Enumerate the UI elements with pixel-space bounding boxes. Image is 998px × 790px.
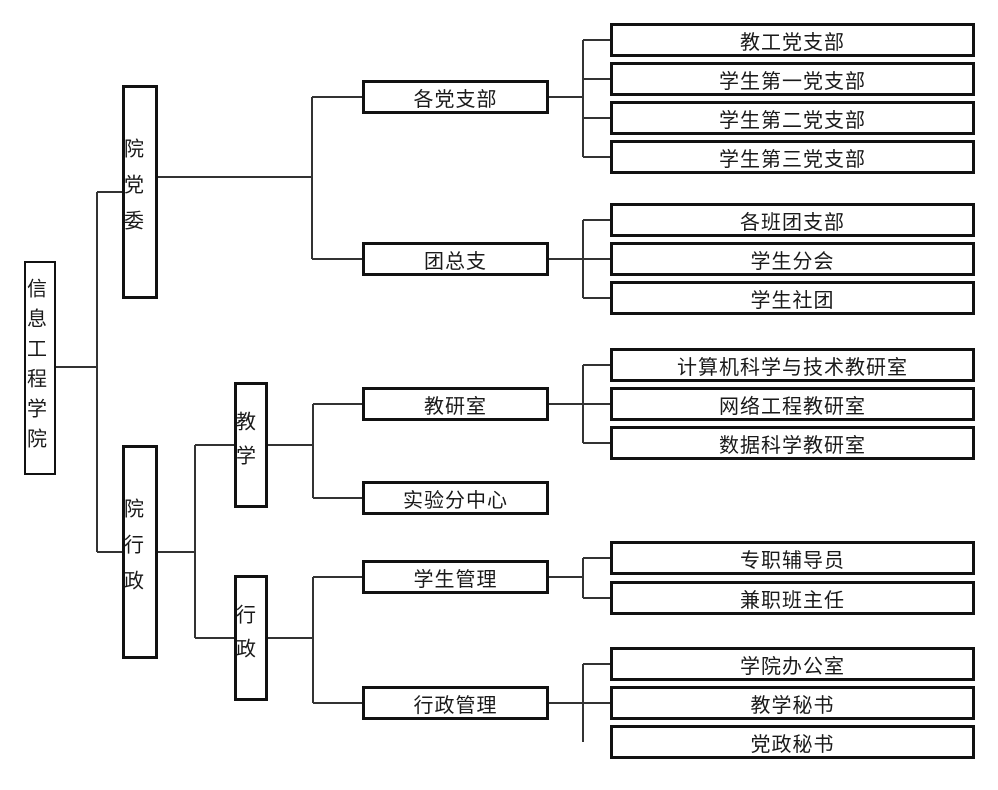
connector-admin-management-bracket: [549, 663, 612, 742]
connector-student-management-bracket: [549, 557, 612, 599]
node-student-management: 学生管理: [362, 560, 549, 594]
node-student-party-branch-2: 学生第二党支部: [610, 101, 975, 135]
node-party-committee: 院党委: [121, 85, 158, 299]
node-parttime-class-advisors: 兼职班主任: [610, 581, 975, 615]
connector-trunk: [56, 191, 124, 553]
node-class-league-branches: 各班团支部: [610, 203, 975, 237]
node-student-party-branch-3: 学生第三党支部: [610, 140, 975, 174]
node-college-administration: 院行政: [121, 445, 158, 659]
node-student-clubs: 学生社团: [610, 281, 975, 315]
node-college-root: 信息工程学院: [24, 261, 56, 475]
node-lab-subcenter: 实验分中心: [362, 481, 549, 515]
connector-admin-bracket: [268, 576, 364, 704]
node-youth-league: 团总支: [362, 242, 549, 276]
node-teaching-research-offices: 教研室: [362, 387, 549, 421]
node-fulltime-counselors: 专职辅导员: [610, 541, 975, 575]
node-cs-tech-office: 计算机科学与技术教研室: [610, 348, 975, 382]
connector-party-branches-bracket: [549, 39, 612, 158]
node-admin-management: 行政管理: [362, 686, 549, 720]
connector-research-offices-bracket: [549, 364, 612, 444]
connector-youth-league-bracket: [549, 219, 612, 299]
node-student-party-branch-1: 学生第一党支部: [610, 62, 975, 96]
node-administration: 行政: [233, 575, 268, 701]
node-staff-party-branch: 教工党支部: [610, 23, 975, 57]
connector-teaching-bracket: [268, 403, 364, 499]
node-party-admin-secretary: 党政秘书: [610, 725, 975, 759]
connector-party-committee-bracket: [158, 96, 364, 260]
node-data-science-office: 数据科学教研室: [610, 426, 975, 460]
node-teaching-secretary: 教学秘书: [610, 686, 975, 720]
node-student-association: 学生分会: [610, 242, 975, 276]
node-network-engineering-office: 网络工程教研室: [610, 387, 975, 421]
node-teaching: 教学: [233, 382, 268, 508]
node-party-branches: 各党支部: [362, 80, 549, 114]
node-college-office: 学院办公室: [610, 647, 975, 681]
connector-administration-bracket: [158, 444, 236, 639]
